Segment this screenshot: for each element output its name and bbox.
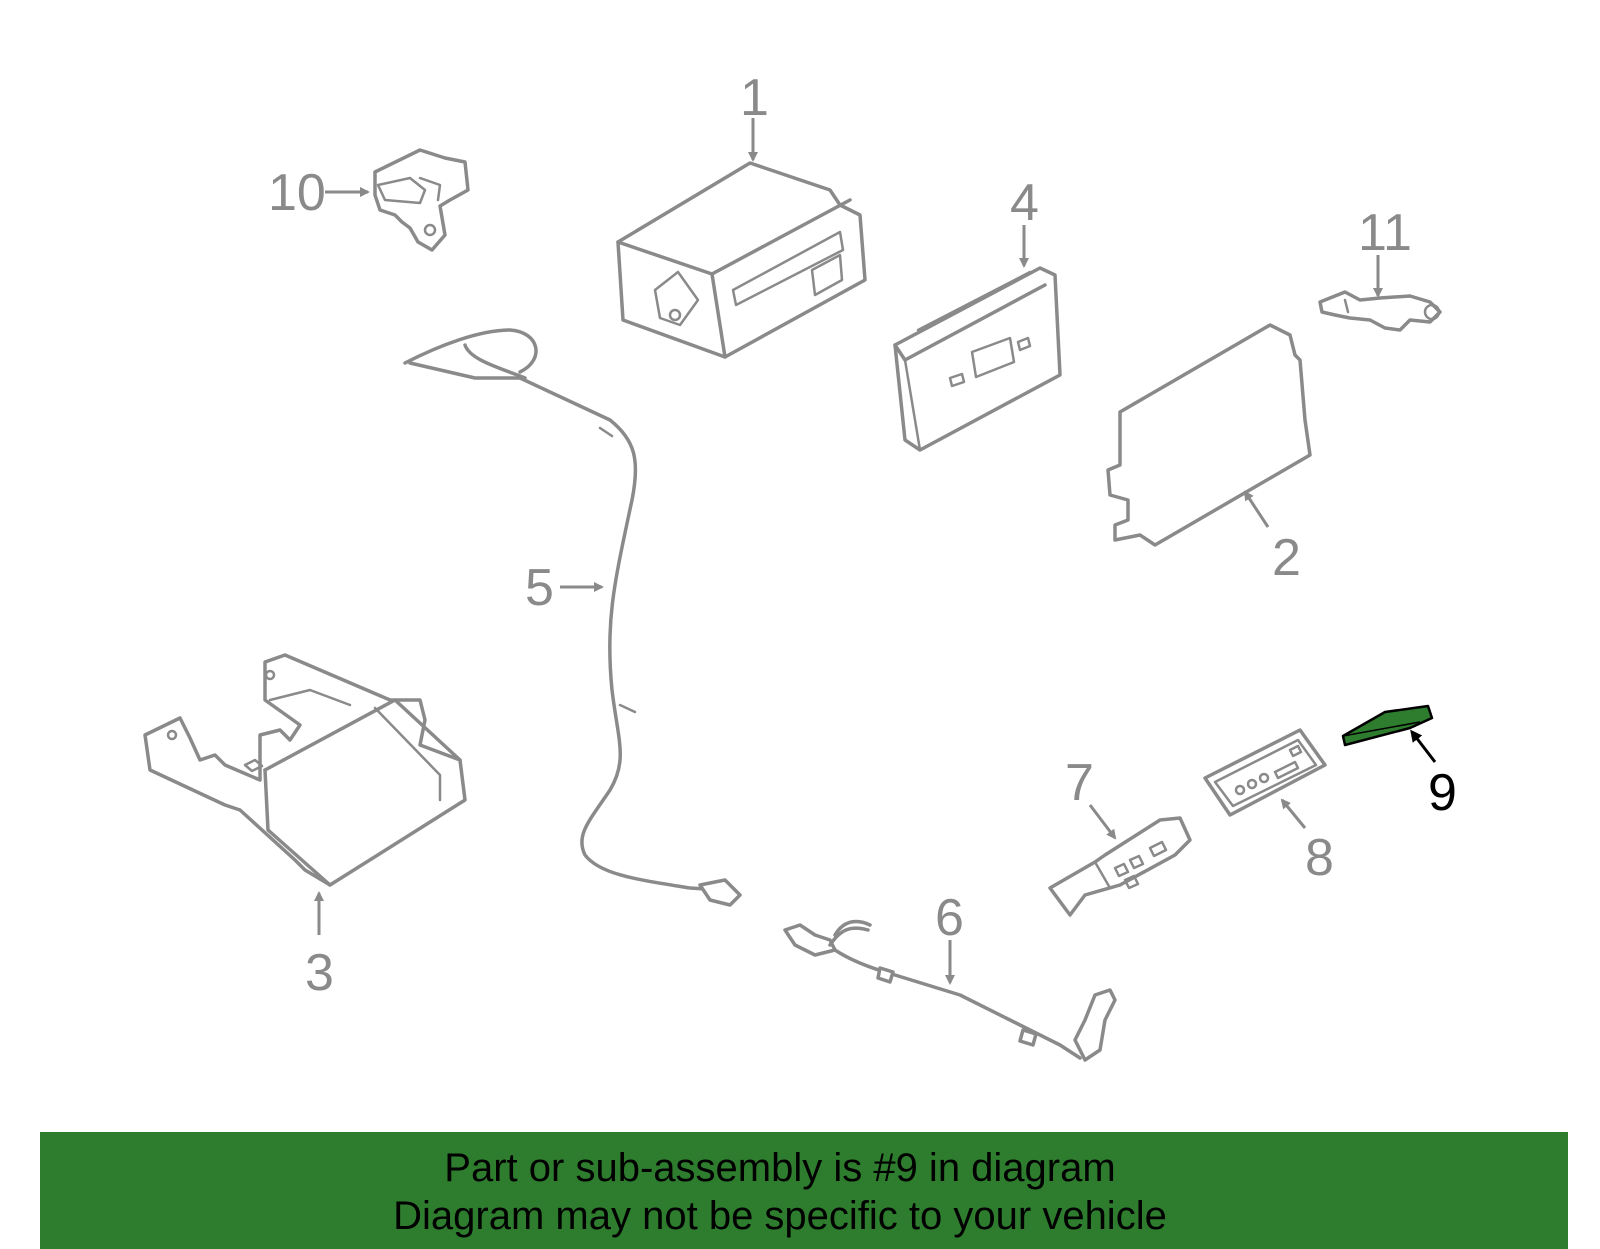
part-8-panel[interactable] [1203,728,1327,817]
part-11-connector[interactable] [1318,290,1442,332]
part-10-bracket[interactable] [373,148,470,252]
callout-7: 7 [1065,754,1117,840]
label-7: 7 [1065,754,1094,812]
callout-5: 5 [525,559,604,617]
part-6-harness[interactable] [783,919,1117,1062]
banner-line-2: Diagram may not be specific to your vehi… [393,1194,1167,1238]
callout-10: 10 [268,164,370,222]
part-3-bracket[interactable] [143,653,467,887]
callout-9: 9 [1410,729,1457,822]
part-7-switch[interactable] [1048,816,1192,917]
callout-8: 8 [1280,798,1334,887]
part-1-receiver[interactable] [616,161,867,359]
callout-6: 6 [935,889,964,985]
label-4: 4 [1010,174,1039,232]
label-1: 1 [740,69,769,127]
banner-line-1: Part or sub-assembly is #9 in diagram [444,1146,1116,1190]
label-5: 5 [525,559,554,617]
label-2: 2 [1272,529,1301,587]
label-6: 6 [935,889,964,947]
callout-11: 11 [1358,204,1412,298]
label-3: 3 [305,944,334,1002]
label-11: 11 [1358,204,1412,262]
callout-2: 2 [1243,490,1301,587]
label-9: 9 [1428,764,1457,822]
part-2-panel[interactable] [1106,323,1312,547]
part-9-highlighted[interactable] [1341,704,1434,747]
info-banner: Part or sub-assembly is #9 in diagram Di… [40,1132,1568,1249]
label-8: 8 [1305,829,1334,887]
label-10: 10 [268,164,326,222]
part-4-module[interactable] [893,266,1062,452]
callout-4: 4 [1010,174,1039,268]
callout-1: 1 [740,69,769,162]
callout-3: 3 [305,891,334,1002]
part-5-cable[interactable] [403,328,742,907]
